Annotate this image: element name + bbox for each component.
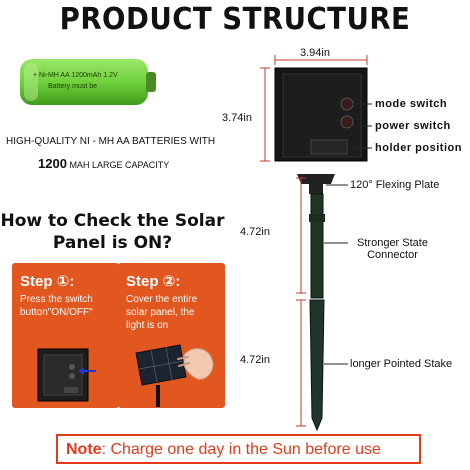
mode-switch-label: mode switch — [375, 98, 448, 110]
callout-lines-stake — [324, 184, 348, 365]
panel-height-dimension: 3.74in — [222, 112, 252, 124]
note-label: Note — [66, 441, 102, 458]
battery-print-line1: + Ni-MH AA 1200mAh 1.2V — [33, 72, 118, 79]
step-1-text: Press the switch button"ON/OFF" — [20, 293, 116, 319]
step-1-title: Step ①: — [20, 273, 75, 290]
solar-panel-hand-icon — [135, 344, 214, 407]
step-2-line: solar panel, the — [126, 307, 195, 318]
callout-lines-switches — [350, 103, 372, 149]
step-2-line: light is on — [126, 320, 169, 331]
note-body: : Charge one day in the Sun before use — [101, 441, 381, 458]
check-heading-line2: Panel is ON? — [52, 233, 173, 253]
flexing-plate-label: 120° Flexing Plate — [350, 179, 440, 191]
check-heading-line1: How to Check the Solar — [0, 211, 225, 231]
product-diagram — [260, 55, 368, 432]
stake-label: longer Pointed Stake — [350, 358, 453, 370]
step-2-card: Step ②: Cover the entire solar panel, th… — [118, 263, 225, 408]
capacity-number: 1200 — [38, 156, 67, 171]
step-1-line: Press the switch — [20, 294, 93, 305]
connector-length-dimension: 4.72in — [240, 226, 270, 238]
step-2-text: Cover the entire solar panel, the light … — [126, 293, 222, 332]
note-box: Note: Charge one day in the Sun before u… — [56, 434, 421, 464]
connector-label-line1: Stronger State — [357, 237, 428, 249]
battery-image — [18, 55, 160, 109]
solar-box-icon — [37, 348, 96, 402]
battery-caption-line2: 1200 MAH LARGE CAPACITY — [38, 156, 169, 171]
step-1-line: button"ON/OFF" — [20, 307, 93, 318]
holder-position-label: holder position — [375, 142, 462, 154]
connector-label-line2: Connector — [367, 249, 418, 261]
width-dimension: 3.94in — [300, 47, 330, 59]
battery-print-line2: Battery must be — [48, 83, 98, 90]
check-heading: How to Check the Solar Panel is ON? — [0, 210, 225, 254]
step-1-card: Step ①: Press the switch button"ON/OFF" — [12, 263, 119, 408]
stake-length-dimension: 4.72in — [240, 354, 270, 366]
page-title: PRODUCT STRUCTURE — [59, 2, 411, 37]
battery-caption-line1: HIGH-QUALITY NI - MH AA BATTERIES WITH — [6, 136, 216, 147]
connector-label: Stronger State Connector — [350, 237, 435, 261]
step-2-line: Cover the entire — [126, 294, 198, 305]
capacity-unit-text: MAH LARGE CAPACITY — [69, 160, 170, 170]
power-switch-label: power switch — [375, 120, 451, 132]
note-text: Note: Charge one day in the Sun before u… — [66, 441, 381, 459]
step-2-title: Step ②: — [126, 273, 181, 290]
